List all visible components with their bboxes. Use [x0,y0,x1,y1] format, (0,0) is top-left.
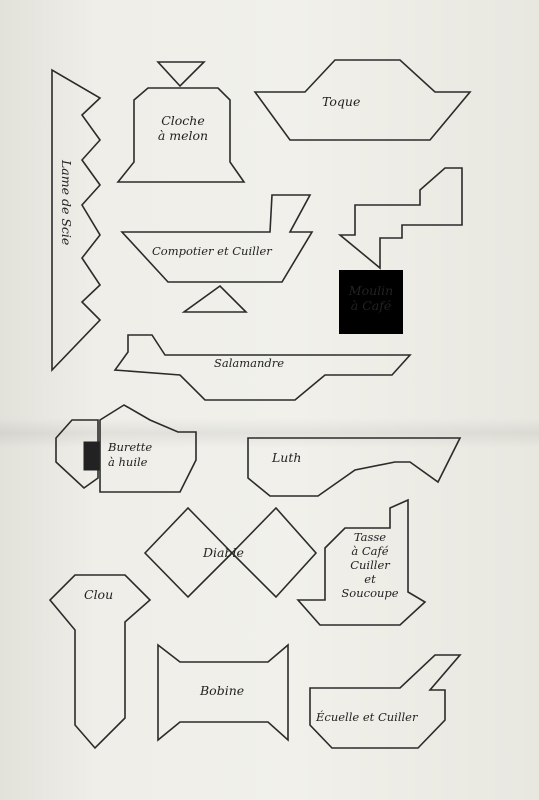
burette-spout-shape [55,419,99,490]
burette-plug [83,441,101,471]
label-tasse-line2: à Café [351,544,389,558]
label-tasse-line4: et [364,572,376,586]
label-cloche-line2: à melon [157,128,209,143]
label-burette-line2: à huile [108,455,148,469]
label-cloche: Cloche à melon [140,113,226,143]
label-cloche-line1: Cloche [161,113,205,128]
clou-shape [48,574,152,750]
compotier-foot-triangle [181,284,248,313]
label-ecuelle: Écuelle et Cuiller [316,710,418,724]
luth-shape [247,437,462,497]
label-tasse-line1: Tasse [353,530,387,544]
cloche-top-triangle [156,61,206,88]
label-moulin-line2: à Café [350,298,392,313]
label-burette: Burette à huile [108,440,152,470]
label-tasse-line3: Cuiller [350,558,390,572]
toque-shape [253,59,472,141]
label-clou: Clou [84,587,114,602]
label-luth: Luth [272,450,302,465]
tasse-shape [296,498,427,626]
lame-de-scie-shape [51,68,102,372]
label-diable: Diable [203,545,244,560]
label-bobine: Bobine [200,683,245,698]
compotier-bowl-shape [120,194,314,283]
moulin-box-shape [339,270,403,334]
bobine-shape [157,643,289,742]
label-moulin-line1: Moulin [348,283,394,298]
label-lame-de-scie: Lame de Scie [59,160,74,246]
salamandre-shape [113,334,412,401]
ecuelle-shape [309,654,462,749]
label-compotier: Compotier et Cuiller [152,244,272,258]
diable-shape [143,506,318,599]
label-toque: Toque [322,94,361,109]
label-tasse: Tasse à Café Cuiller et Soucoupe [330,530,410,600]
burette-body-shape [99,404,197,493]
label-salamandre: Salamandre [214,356,285,370]
label-burette-line1: Burette [108,440,153,454]
cloche-body-shape [116,87,246,183]
label-tasse-line5: Soucoupe [341,586,399,600]
moulin-handle-shape [337,167,463,270]
label-moulin: Moulin à Café [340,283,402,313]
